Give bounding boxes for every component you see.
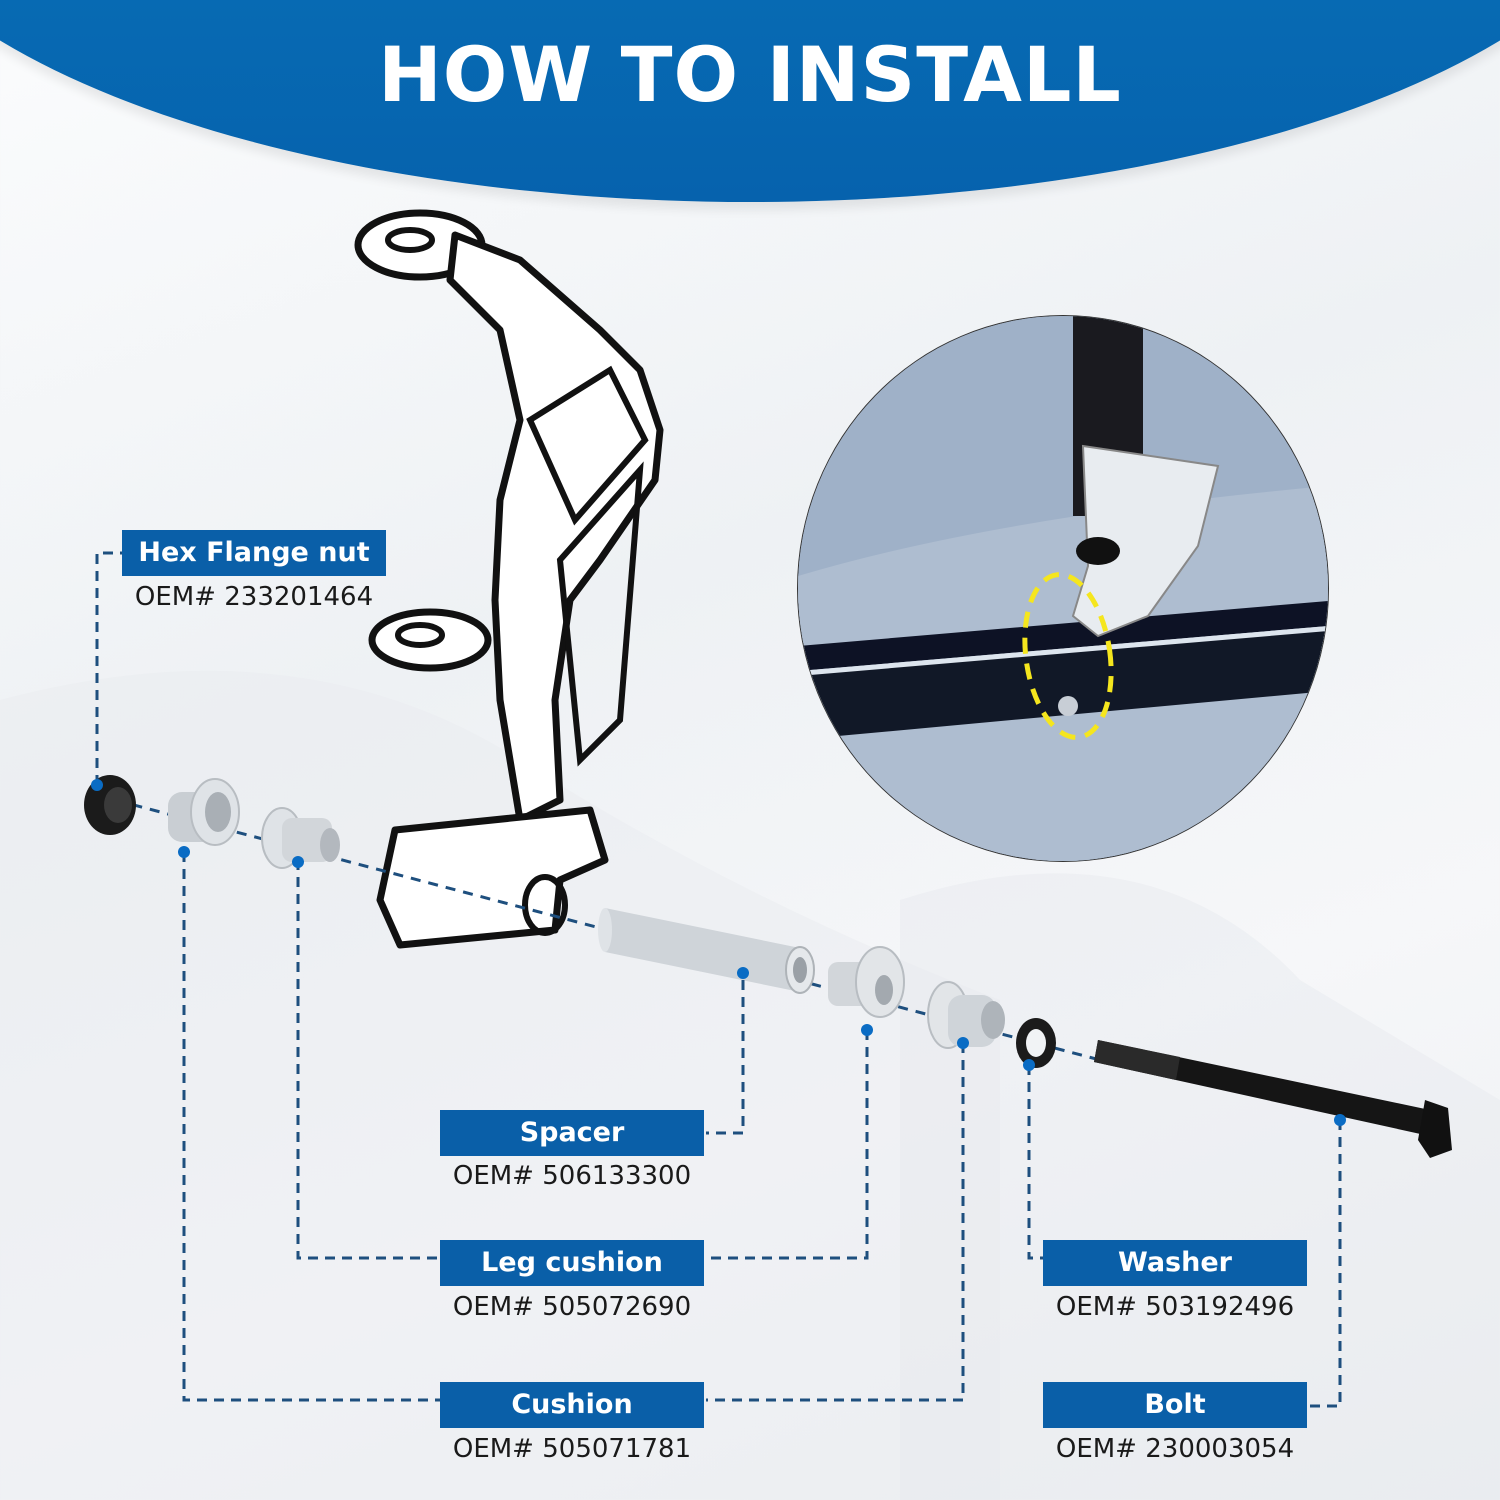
label-spacer: Spacer <box>440 1110 704 1156</box>
leg-cushion-part <box>261 807 340 869</box>
oem-washer: OEM# 503192496 <box>1055 1292 1295 1322</box>
label-leg-cushion: Leg cushion <box>440 1240 704 1286</box>
oem-spacer: OEM# 506133300 <box>452 1161 692 1191</box>
highlight-ellipse <box>1022 572 1114 740</box>
label-bolt: Bolt <box>1043 1382 1307 1428</box>
cushion-part <box>168 778 240 846</box>
label-cushion: Cushion <box>440 1382 704 1428</box>
cushion-part-right <box>927 981 1005 1049</box>
oem-cushion: OEM# 505071781 <box>452 1434 692 1464</box>
label-hex-flange-nut: Hex Flange nut <box>122 530 386 576</box>
washer-part <box>1016 1018 1056 1068</box>
oem-hex-flange-nut: OEM# 233201464 <box>134 582 374 612</box>
page-title: HOW TO INSTALL <box>378 30 1122 119</box>
installation-photo <box>797 315 1329 862</box>
oem-bolt: OEM# 230003054 <box>1055 1434 1295 1464</box>
bolt-part <box>1094 1040 1452 1158</box>
spacer-part <box>598 908 815 994</box>
photo-content <box>798 316 1328 861</box>
oem-leg-cushion: OEM# 505072690 <box>452 1292 692 1322</box>
label-washer: Washer <box>1043 1240 1307 1286</box>
connector-dots <box>91 779 1346 1126</box>
leg-cushion-part-right <box>828 946 905 1018</box>
